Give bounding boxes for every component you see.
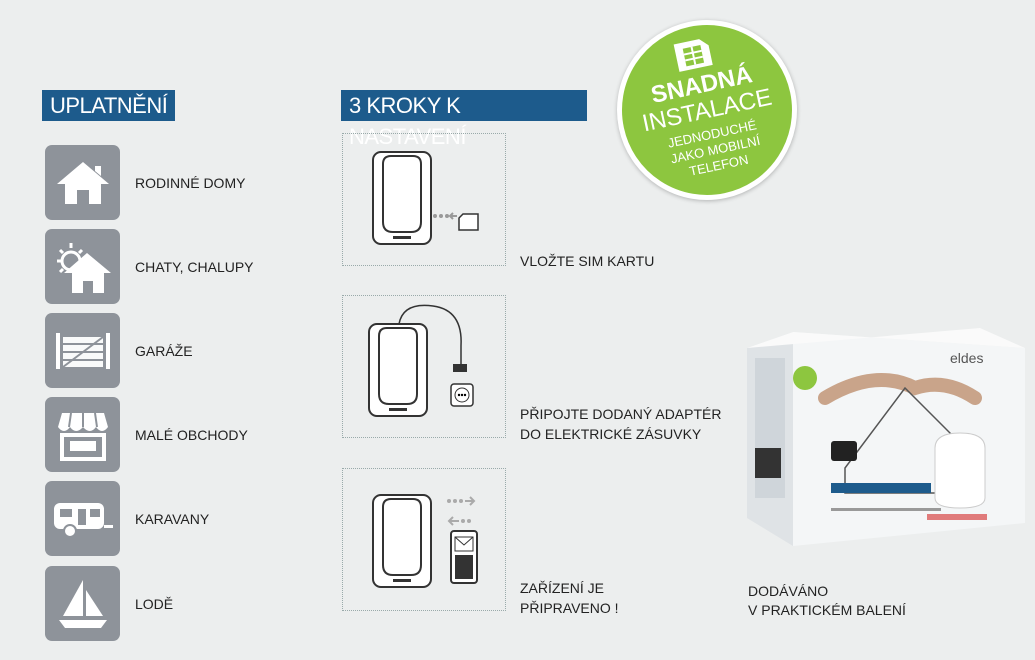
shop-icon (45, 397, 120, 472)
use-label: LODĚ (135, 596, 174, 612)
step-text-line: VLOŽTE SIM KARTU (520, 253, 655, 269)
house-sun-icon (45, 229, 120, 304)
package-caption-line: DODÁVÁNO (748, 583, 829, 599)
sailboat-icon (45, 566, 120, 641)
product-package-image: eldes (747, 328, 1025, 546)
easy-install-badge: SNADNÁ INSTALACE JEDNODUCHÉ JAKO MOBILNÍ… (600, 3, 814, 217)
use-label: GARÁŽE (135, 343, 193, 359)
garage-gate-icon (45, 313, 120, 388)
use-label: CHATY, CHALUPY (135, 259, 254, 275)
step-1-text: VLOŽTE SIM KARTU (520, 251, 654, 271)
sim-card-icon (673, 39, 713, 72)
house-icon (45, 145, 120, 220)
package-caption-line: V PRAKTICKÉM BALENÍ (748, 602, 906, 618)
step-2-illustration (342, 295, 506, 438)
step-text-line: ZAŘÍZENÍ JE (520, 580, 605, 596)
step-1-illustration (342, 133, 506, 266)
use-label: KARAVANY (135, 511, 210, 527)
uses-heading: UPLATNĚNÍ (42, 90, 176, 121)
steps-heading: 3 KROKY K NASTAVENÍ (341, 90, 587, 149)
step-3-text: ZAŘÍZENÍ JE PŘIPRAVENO ! (520, 578, 619, 618)
step-text-line: PŘIPOJTE DODANÝ ADAPTÉR (520, 406, 722, 422)
brand-logo: eldes (950, 350, 983, 366)
package-caption: DODÁVÁNO V PRAKTICKÉM BALENÍ (748, 582, 906, 620)
caravan-icon (45, 481, 120, 556)
use-label: MALÉ OBCHODY (135, 427, 248, 443)
use-label: RODINNÉ DOMY (135, 175, 246, 191)
step-text-line: DO ELEKTRICKÉ ZÁSUVKY (520, 426, 702, 442)
step-3-illustration (342, 468, 506, 611)
step-text-line: PŘIPRAVENO ! (520, 600, 619, 616)
step-2-text: PŘIPOJTE DODANÝ ADAPTÉR DO ELEKTRICKÉ ZÁS… (520, 404, 721, 444)
